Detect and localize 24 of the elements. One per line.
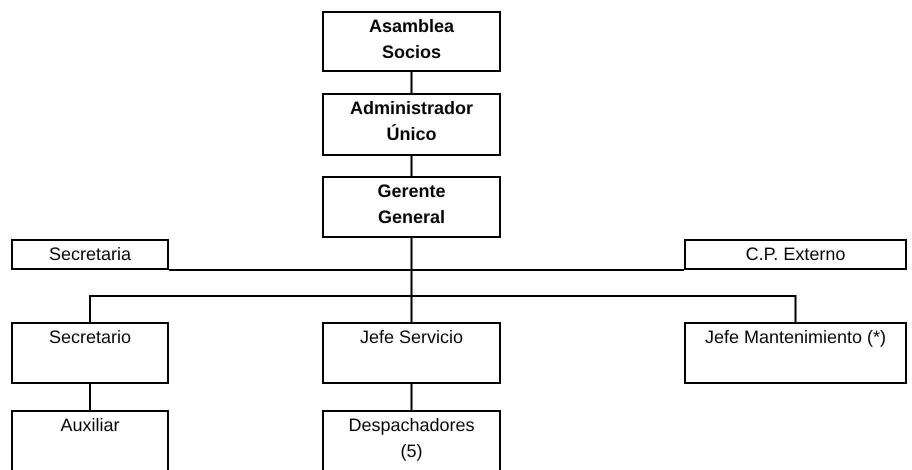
org-box [11,410,169,470]
position-title: Asamblea Socios [368,15,456,64]
position-title: Administrador Único [348,97,474,146]
position-title: Gerente General [376,180,447,229]
position-title: C.P. Externo [746,243,846,266]
org-box [322,176,501,238]
position-title: Secretario [48,326,132,349]
connector-line [89,384,91,410]
org-box [11,239,169,270]
connector-line [410,384,412,410]
org-box [322,322,501,384]
org-box [11,322,169,384]
position-title: Auxiliar [60,414,120,437]
position-title: Jefe Mantenimiento (*) [704,326,886,349]
position-title: Despachadores (5) [347,414,476,463]
connector-line [410,156,412,176]
org-box [684,322,907,384]
position-title: Jefe Servicio [360,326,464,349]
connector-line [410,72,412,93]
org-box [322,410,501,470]
org-box [322,93,501,156]
position-title: Secretaria [48,243,132,266]
org-box [322,11,501,72]
org-box [684,239,907,270]
